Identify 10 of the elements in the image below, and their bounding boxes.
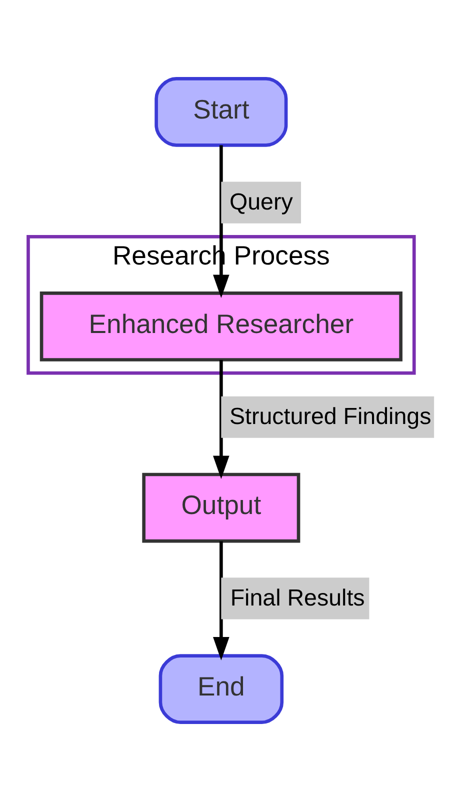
node-box: Start <box>154 76 288 146</box>
edge-label: Query <box>229 188 293 214</box>
node-box: Output <box>142 472 300 542</box>
arrow <box>213 540 230 660</box>
node-box: End <box>158 654 284 724</box>
edge-label: Final Results <box>230 584 365 610</box>
arrow <box>213 359 230 479</box>
node-box: Enhanced Researcher <box>40 291 402 361</box>
edge-label: Structured Findings <box>229 402 432 429</box>
arrow <box>213 144 230 298</box>
